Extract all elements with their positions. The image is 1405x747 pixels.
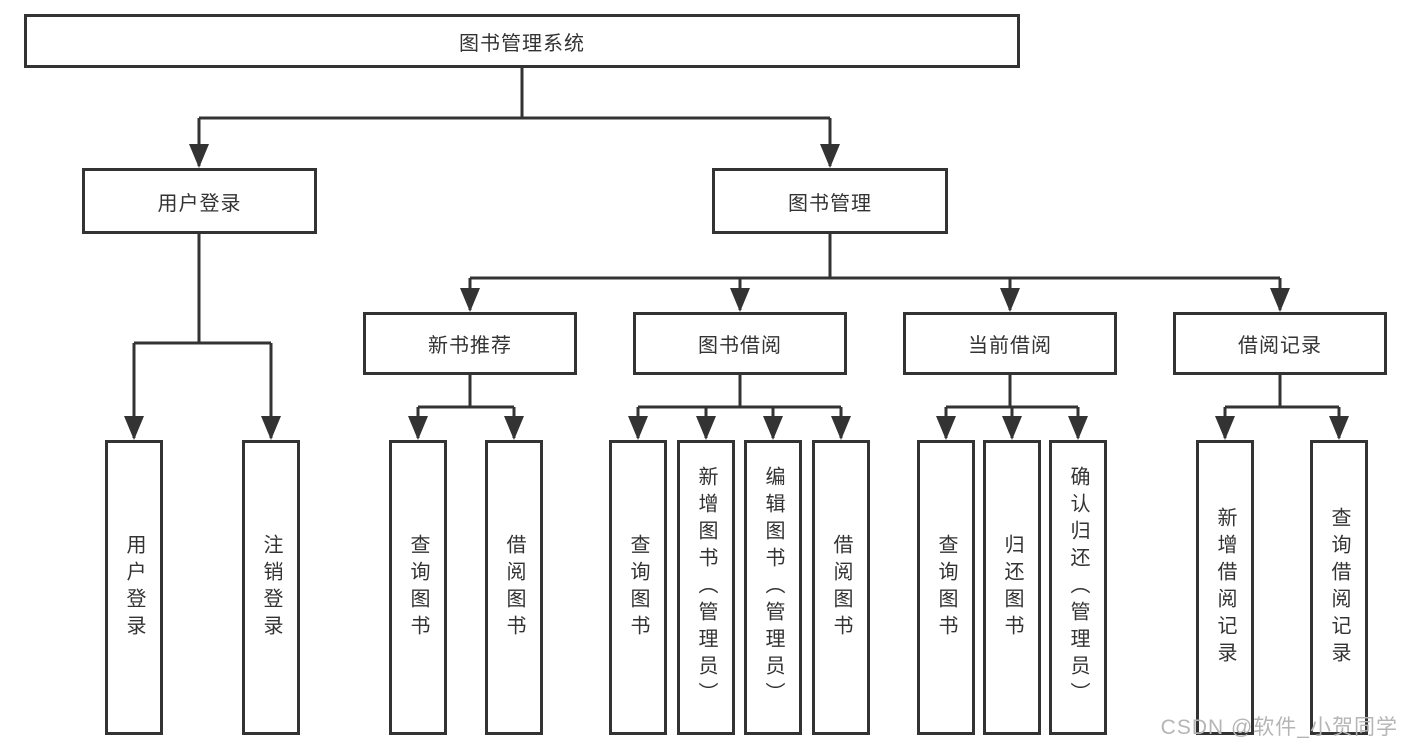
leaf-confirm-return-admin: 确认归还（管理员） — [1049, 440, 1107, 735]
leaf-label: 确认归还（管理员） — [1067, 466, 1089, 709]
leaf-user-login: 用户登录 — [105, 440, 163, 735]
leaf-label: 查询图书 — [407, 533, 429, 642]
node-user-login: 用户登录 — [82, 168, 317, 234]
leaf-borrow-books-recommend: 借阅图书 — [485, 440, 543, 735]
leaf-label: 注销登录 — [260, 533, 282, 642]
leaf-edit-books-admin: 编辑图书（管理员） — [744, 440, 802, 735]
leaf-label: 查询图书 — [627, 533, 649, 642]
leaf-label: 查询图书 — [935, 533, 957, 642]
leaf-add-books-admin: 新增图书（管理员） — [677, 440, 735, 735]
leaf-add-borrow-record: 新增借阅记录 — [1196, 440, 1254, 735]
node-borrow-records: 借阅记录 — [1173, 312, 1387, 375]
leaf-label: 新增借阅记录 — [1214, 506, 1236, 669]
leaf-label: 查询借阅记录 — [1328, 506, 1350, 669]
node-book-management: 图书管理 — [712, 168, 948, 234]
arrowheads — [124, 144, 1349, 440]
leaf-label: 借阅图书 — [830, 533, 852, 642]
leaf-label: 编辑图书（管理员） — [762, 466, 784, 709]
csdn-watermark: CSDN @软件_小贺同学 — [1160, 716, 1398, 739]
leaf-return-books: 归还图书 — [983, 440, 1041, 735]
node-library-management-system: 图书管理系统 — [24, 14, 1020, 68]
node-book-borrow: 图书借阅 — [633, 312, 847, 375]
node-current-borrow: 当前借阅 — [903, 312, 1117, 375]
leaf-borrow-books: 借阅图书 — [812, 440, 870, 735]
leaf-query-books-recommend: 查询图书 — [389, 440, 447, 735]
leaf-logout-login: 注销登录 — [242, 440, 300, 735]
leaf-query-books-current: 查询图书 — [917, 440, 975, 735]
leaf-query-books-borrow: 查询图书 — [609, 440, 667, 735]
leaf-label: 新增图书（管理员） — [695, 466, 717, 709]
leaf-label: 归还图书 — [1001, 533, 1023, 642]
node-new-book-recommend: 新书推荐 — [363, 312, 577, 375]
leaf-label: 用户登录 — [123, 533, 145, 642]
leaf-label: 借阅图书 — [503, 533, 525, 642]
leaf-query-borrow-record: 查询借阅记录 — [1310, 440, 1368, 735]
